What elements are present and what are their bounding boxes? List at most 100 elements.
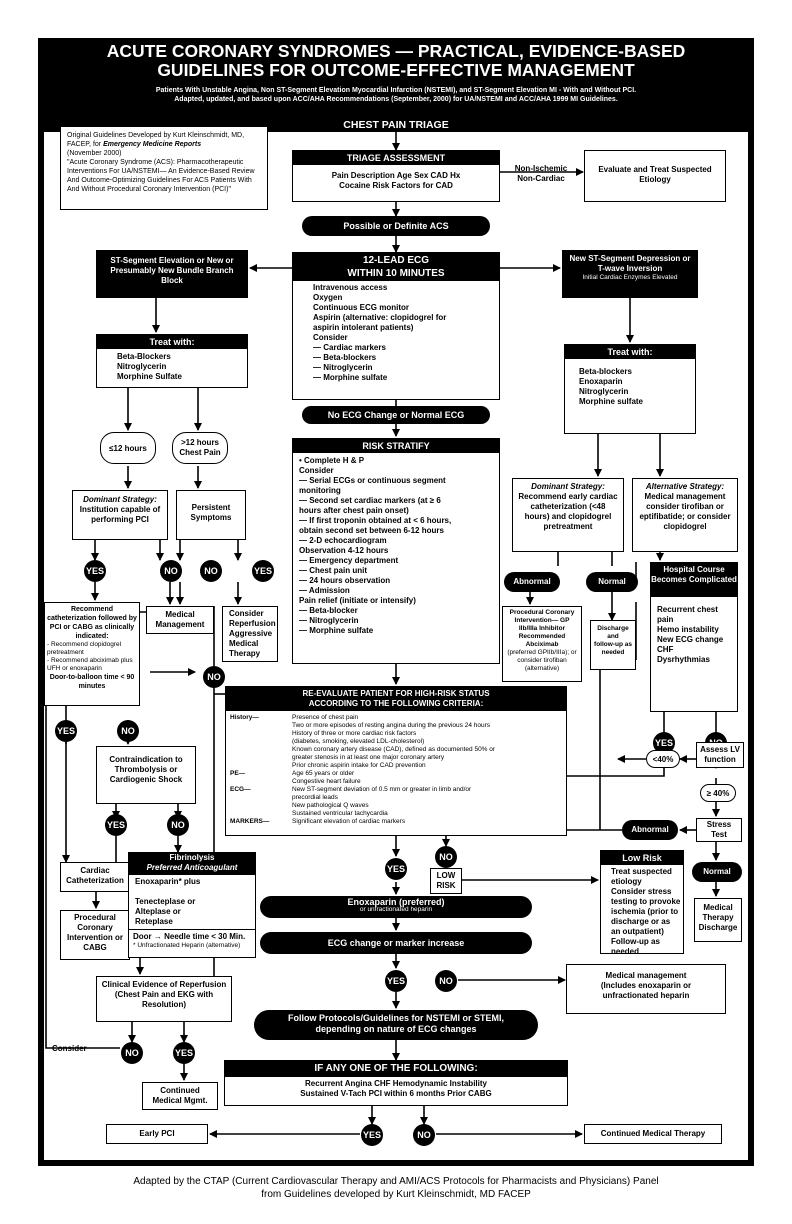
alternative-label: Alternative Strategy: bbox=[645, 482, 725, 491]
treat-left-header: Treat with: bbox=[97, 335, 247, 349]
markers-criteria: Significant elevation of cardiac markers bbox=[292, 818, 406, 825]
ge40-pill: ≥ 40% bbox=[700, 784, 736, 802]
no-circle: NO bbox=[167, 814, 189, 836]
possible-acs-pill: Possible or Definite ACS bbox=[302, 216, 490, 236]
history-label: History— bbox=[230, 714, 259, 721]
cardiac-cath-box: Cardiac Catheterization bbox=[60, 862, 130, 892]
low-risk-header: Low Risk bbox=[601, 851, 683, 865]
risk-header: RISK STRATIFY bbox=[293, 439, 499, 453]
door-to-needle: Door → Needle time < 30 Min. bbox=[129, 929, 255, 942]
original-guidelines-note: Original Guidelines Developed by Kurt Kl… bbox=[60, 126, 268, 210]
yes-circle: YES bbox=[252, 560, 274, 582]
dominant-strategy-right: Dominant Strategy: Recommend early cardi… bbox=[512, 478, 624, 552]
line bbox=[45, 650, 120, 1049]
history-criteria: Presence of chest pain Two or more episo… bbox=[292, 714, 496, 769]
consider-reperfusion-box: Consider Reperfusion Aggressive Medical … bbox=[222, 606, 278, 662]
title-line-1: ACUTE CORONARY SYNDROMES — PRACTICAL, EV… bbox=[106, 41, 686, 61]
alternative-body: Medical management consider tirofiban or… bbox=[639, 492, 731, 531]
yes-circle: YES bbox=[173, 1042, 195, 1064]
hospital-course-header: Hospital Course Becomes Complicated bbox=[651, 563, 737, 597]
no-circle: NO bbox=[413, 1124, 435, 1146]
no-circle: NO bbox=[435, 846, 457, 868]
footer-line-1: Adapted by the CTAP (Current Cardiovascu… bbox=[133, 1176, 659, 1187]
fibrinolysis-preferred: Preferred Anticoagulant bbox=[146, 863, 238, 872]
procedural-left-box: Procedural Coronary Intervention or CABG bbox=[60, 910, 130, 960]
st-depression-sub: Initial Cardiac Enzymes Elevated bbox=[582, 274, 678, 281]
persistent-symptoms-box: Persistent Symptoms bbox=[176, 490, 246, 540]
yes-circle: YES bbox=[385, 970, 407, 992]
footer-line-2: from Guidelines developed by Kurt Kleins… bbox=[261, 1189, 531, 1200]
pe-criteria: Age 65 years or older Congestive heart f… bbox=[292, 770, 361, 785]
yes-circle: YES bbox=[653, 732, 675, 754]
ecg-box: 12-LEAD ECG WITHIN 10 MINUTES Intravenou… bbox=[292, 252, 500, 400]
st-elevation-box: ST-Segment Elevation or New or Presumabl… bbox=[96, 250, 248, 298]
procedural-right-rest: (preferred GPIIb/IIIa); or consider tiro… bbox=[507, 649, 577, 672]
ecg-label: ECG— bbox=[230, 786, 251, 793]
follow-protocols-pill: Follow Protocols/Guidelines for NSTEMI o… bbox=[254, 1010, 538, 1040]
if-any-line1: Recurrent Angina CHF Hemodynamic Instabi… bbox=[305, 1079, 487, 1088]
treat-right-box: Treat with: Beta-blockers Enoxaparin Nit… bbox=[564, 344, 696, 434]
chest-pain-triage-label: CHEST PAIN TRIAGE bbox=[343, 119, 449, 131]
no-circle: NO bbox=[117, 720, 139, 742]
ecg-body: Intravenous access Oxygen Continuous ECG… bbox=[313, 283, 447, 382]
no-circle: NO bbox=[435, 970, 457, 992]
no-circle: NO bbox=[203, 666, 225, 688]
enoxaparin-main: Enoxaparin (preferred) bbox=[347, 897, 445, 907]
fibrinolysis-footnote: * Unfractionated Heparin (alternative) bbox=[133, 942, 241, 949]
medical-management-box: Medical Management bbox=[146, 606, 214, 634]
discharge-box: Discharge and follow-up as needed bbox=[590, 620, 636, 670]
normal-pill: Normal bbox=[586, 572, 638, 592]
if-any-line2: Sustained V-Tach PCI within 6 months Pri… bbox=[300, 1089, 492, 1098]
if-any-header: IF ANY ONE OF THE FOLLOWING: bbox=[225, 1061, 567, 1077]
normal-pill-lower: Normal bbox=[692, 862, 742, 882]
consider-label: Consider bbox=[52, 1044, 87, 1053]
no-circle: NO bbox=[121, 1042, 143, 1064]
treat-left-box: Treat with: Beta-Blockers Nitroglycerin … bbox=[96, 334, 248, 388]
lt40-pill: <40% bbox=[646, 750, 680, 768]
clinical-evidence-box: Clinical Evidence of Reperfusion (Chest … bbox=[96, 976, 232, 1022]
subtitle-line-1: Patients With Unstable Angina, Non ST-Se… bbox=[155, 87, 637, 94]
non-ischemic-label: Non-Ischemic Non-Cardiac bbox=[514, 164, 568, 183]
early-pci-box: Early PCI bbox=[106, 1124, 208, 1144]
note-line-1: Original Guidelines Developed by Kurt Kl… bbox=[67, 132, 245, 148]
markers-label: MARKERS— bbox=[230, 818, 270, 825]
risk-stratify-box: RISK STRATIFY • Complete H & P Consider … bbox=[292, 438, 500, 664]
footer: Adapted by the CTAP (Current Cardiovascu… bbox=[40, 1175, 752, 1201]
poster-subtitle: Patients With Unstable Angina, Non ST-Se… bbox=[44, 86, 748, 104]
yes-circle: YES bbox=[361, 1124, 383, 1146]
pe-label: PE— bbox=[230, 770, 246, 777]
evaluate-box: Evaluate and Treat Suspected Etiology bbox=[584, 150, 726, 202]
recommend-cath-items: - Recommend clopidogrel pretreatment - R… bbox=[47, 641, 133, 672]
subtitle-line-2: Adapted, updated, and based upon ACC/AHA… bbox=[174, 96, 618, 103]
hospital-course-body: Recurrent chest pain Hemo instability Ne… bbox=[657, 605, 724, 664]
yes-circle: YES bbox=[385, 858, 407, 880]
no-circle: NO bbox=[200, 560, 222, 582]
st-depression-main: New ST-Segment Depression or T-wave Inve… bbox=[569, 254, 691, 273]
assess-lv-box: Assess LV function bbox=[696, 742, 744, 768]
st-depression-box: New ST-Segment Depression or T-wave Inve… bbox=[562, 250, 698, 298]
poster-title: ACUTE CORONARY SYNDROMES — PRACTICAL, EV… bbox=[44, 42, 748, 80]
reevaluate-criteria: History— Presence of chest pain Two or mo… bbox=[226, 711, 566, 826]
treat-right-body: Beta-blockers Enoxaparin Nitroglycerin M… bbox=[579, 367, 644, 406]
contraindication-box: Contraindication to Thrombolysis or Card… bbox=[96, 746, 196, 804]
hospital-course-box: Hospital Course Becomes Complicated Recu… bbox=[650, 562, 738, 712]
note-line-2: (November 2000) bbox=[67, 150, 122, 157]
treat-left-body: Beta-Blockers Nitroglycerin Morphine Sul… bbox=[117, 352, 182, 381]
fibrinolysis-body: Enoxaparin* plus Tenecteplase or Altepla… bbox=[135, 877, 201, 926]
low-risk-body: Treat suspected etiology Consider stress… bbox=[611, 867, 681, 956]
dominant-right-label: Dominant Strategy: bbox=[531, 482, 605, 491]
alternative-strategy-box: Alternative Strategy: Medical management… bbox=[632, 478, 738, 552]
fibrinolysis-box: Fibrinolysis Preferred Anticoagulant Eno… bbox=[128, 852, 256, 958]
gt12-hours-pill: >12 hours Chest Pain bbox=[172, 432, 228, 464]
if-any-box: IF ANY ONE OF THE FOLLOWING: Recurrent A… bbox=[224, 1060, 568, 1106]
fibrinolysis-header: Fibrinolysis bbox=[169, 853, 215, 862]
no-ecg-change-pill: No ECG Change or Normal ECG bbox=[302, 406, 490, 424]
abnormal-pill-lower: Abnormal bbox=[622, 820, 678, 840]
procedural-right-bold: Procedural Coronary Intervention— GP IIb… bbox=[509, 609, 575, 648]
stress-test-box: Stress Test bbox=[696, 818, 742, 842]
note-line-3: "Acute Coronary Syndrome (ACS): Pharmaco… bbox=[67, 159, 255, 193]
treat-right-header: Treat with: bbox=[565, 345, 695, 359]
le12-hours-pill: ≤12 hours bbox=[100, 432, 156, 464]
enoxaparin-pill: Enoxaparin (preferred) or unfractionated… bbox=[260, 896, 532, 918]
title-line-2: GUIDELINES FOR OUTCOME-EFFECTIVE MANAGEM… bbox=[157, 60, 635, 80]
